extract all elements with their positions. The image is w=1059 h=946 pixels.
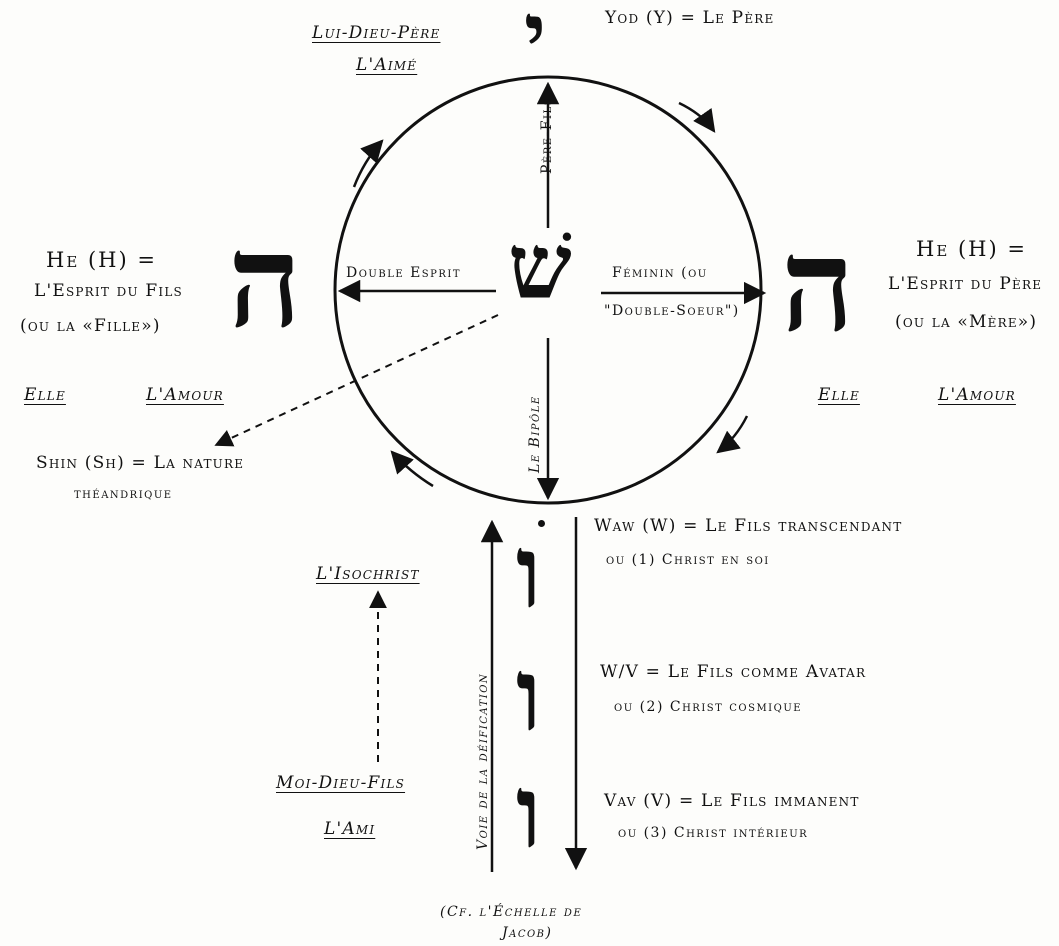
he-left-line2: L'Esprit du Fils: [34, 281, 183, 301]
vav-line2: ou (3) Christ intérieur: [618, 825, 809, 841]
axis-right-label-line1: Féminin (ou: [612, 265, 708, 281]
yod-label: Yod (Y) = Le Père: [605, 8, 775, 28]
cf-line1: (Cf. l'Échelle de: [440, 904, 583, 920]
wv-line1: W/V = Le Fils comme Avatar: [600, 662, 867, 682]
vav-dot: [538, 520, 545, 527]
vav-letter-3: ו: [516, 753, 542, 871]
shin-label-line2: théandrique: [74, 486, 173, 502]
waw-line2: ou (1) Christ en soi: [606, 552, 770, 568]
he-left-line3: (ou la «Fille»): [20, 316, 161, 336]
laime-label: L'Aimé: [356, 55, 418, 75]
orbit-arrow-bottom-left: [390, 450, 434, 488]
cf-line2: Jacob): [502, 925, 553, 941]
he-left-line1: He (H) =: [46, 248, 157, 272]
shin-letter: שׁ: [508, 214, 572, 320]
axis-left-label: Double Esprit: [346, 265, 462, 281]
waw-line1: Waw (W) = Le Fils transcendant: [594, 516, 903, 536]
he-right-line3: (ou la «Mère»): [895, 312, 1038, 332]
lamour-right-label: L'Amour: [938, 385, 1016, 405]
voie-label: Voie de la déification: [475, 672, 491, 850]
elle-right-label: Elle: [818, 385, 860, 405]
he-right-line1: He (H) =: [916, 237, 1027, 261]
vav-line1: Vav (V) = Le Fils immanent: [604, 791, 860, 811]
he-right-line2: L'Esprit du Père: [888, 274, 1043, 294]
axis-down-label: Le Bipôle: [527, 395, 543, 473]
elle-left-label: Elle: [24, 385, 66, 405]
moi-dieu-fils-label: Moi-Dieu-Fils: [276, 773, 406, 793]
vav-letter-2: ו: [516, 636, 542, 754]
axis-right-label-line2: "Double-Soeur"): [604, 303, 740, 319]
orbit-arrow-top-right: [678, 101, 716, 133]
isochrist-label: L'Isochrist: [316, 564, 420, 584]
vav-letter-1: ו: [516, 513, 542, 631]
lui-dieu-pere-label: Lui-Dieu-Père: [312, 23, 441, 43]
lami-label: L'Ami: [324, 819, 376, 839]
axis-up-label: Père-Fils: [539, 97, 555, 174]
wv-line2: ou (2) Christ cosmique: [614, 699, 803, 715]
lamour-left-label: L'Amour: [146, 385, 224, 405]
he-letter-left: ה: [228, 207, 302, 357]
orbit-arrow-right: [716, 415, 749, 454]
shin-label-line1: Shin (Sh) = La nature: [36, 453, 245, 473]
he-letter-right: ה: [781, 211, 855, 361]
orbit-arrow-left: [352, 139, 384, 188]
yod-letter: י: [524, 0, 547, 83]
